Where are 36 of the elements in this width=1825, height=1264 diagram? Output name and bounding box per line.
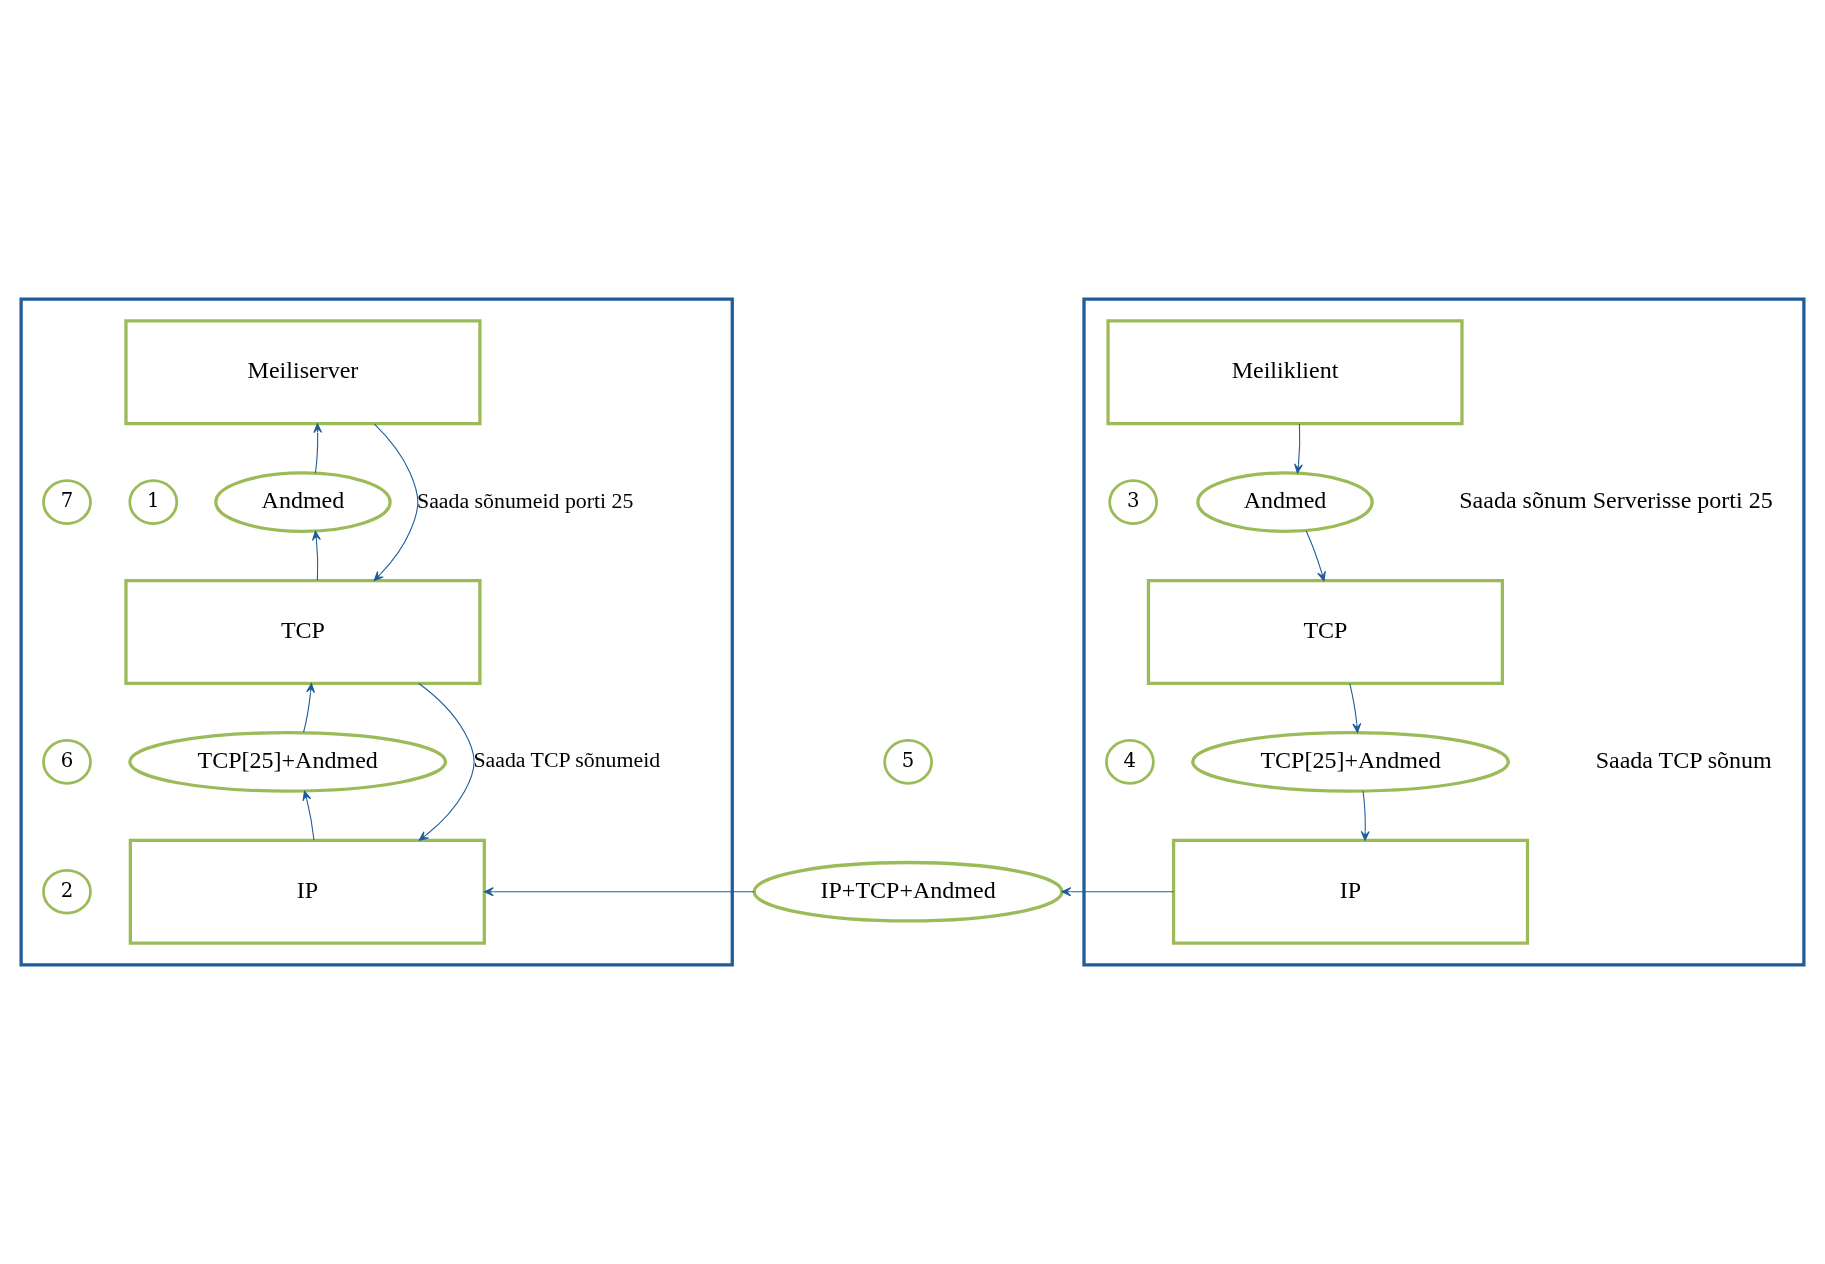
node-circle: 3	[1108, 479, 1158, 525]
arrow	[418, 683, 475, 841]
node-circle: 1	[128, 479, 179, 525]
arrow	[313, 423, 323, 474]
edge-label: Saada sõnumeid porti 25	[417, 488, 634, 513]
node-box: IP	[128, 838, 486, 945]
arrow	[302, 790, 315, 841]
arrow	[1294, 423, 1303, 474]
arrow	[1061, 887, 1175, 897]
node-ellipse: Andmed	[1196, 471, 1374, 533]
arrow	[1349, 683, 1362, 733]
node-box: Meiliserver	[124, 319, 482, 426]
cluster	[19, 297, 734, 967]
node-ellipse: TCP[25]+Andmed	[1191, 731, 1511, 793]
cluster	[1082, 297, 1806, 967]
arrow	[483, 887, 755, 897]
node-circle: 6	[42, 739, 92, 785]
arrow	[1305, 530, 1326, 582]
node-circle: 2	[42, 868, 92, 915]
node-box: TCP	[1146, 579, 1505, 685]
node-circle: 7	[42, 479, 92, 525]
arrow	[303, 683, 316, 733]
node-label: Saada sõnum Serverisse porti 25	[1459, 487, 1773, 514]
arrow	[1360, 790, 1370, 841]
node-ellipse: IP+TCP+Andmed	[752, 860, 1064, 923]
node-box: IP	[1171, 838, 1530, 945]
node-ellipse: TCP[25]+Andmed	[128, 731, 448, 793]
node-circle: 5	[883, 739, 933, 785]
node-box: TCP	[124, 579, 482, 685]
node-box: Meiliklient	[1106, 319, 1464, 426]
edge-label: Saada TCP sõnumeid	[473, 748, 661, 773]
arrow	[373, 423, 419, 581]
node-circle: 4	[1105, 739, 1155, 785]
node-label: Saada TCP sõnum	[1595, 746, 1772, 773]
node-ellipse: Andmed	[214, 471, 392, 533]
arrow	[312, 530, 321, 581]
